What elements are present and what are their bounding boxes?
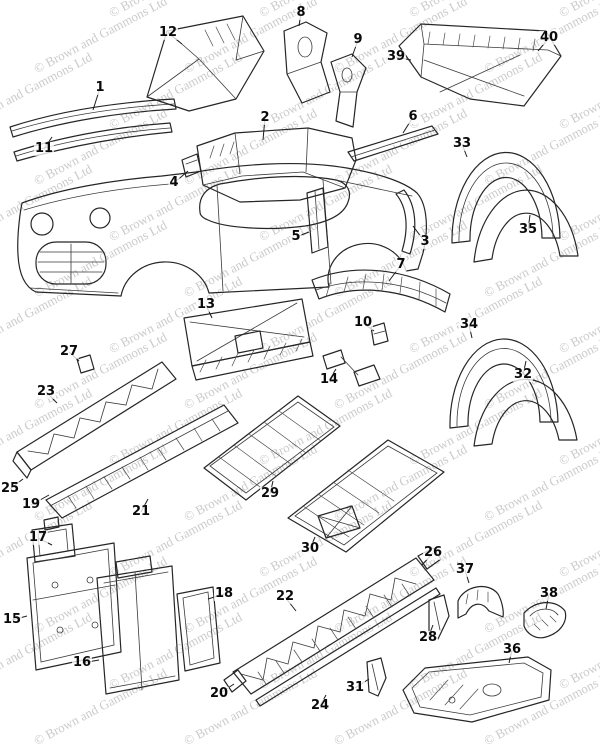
part-29-drawing — [203, 395, 341, 501]
part-1-drawing — [9, 98, 177, 138]
part-36-drawing — [402, 656, 552, 723]
part-13-drawing — [183, 298, 314, 381]
part-34-drawing — [449, 338, 559, 429]
part-31-drawing — [366, 657, 387, 697]
part-14-drawing — [322, 349, 381, 387]
part-33-drawing — [451, 151, 561, 244]
part-19-21-drawing — [45, 404, 239, 519]
part-37-drawing — [457, 585, 504, 619]
part-27-drawing — [76, 354, 95, 374]
leader-line-21 — [140, 498, 149, 513]
leader-line-17 — [37, 537, 53, 546]
part-6-drawing — [347, 125, 439, 162]
part-11-drawing — [13, 122, 173, 162]
part-2-drawing — [196, 127, 357, 203]
part-4-drawing — [181, 153, 202, 178]
leader-line-7 — [388, 264, 402, 282]
part-22-sill-drawing — [223, 547, 442, 707]
leader-line-35 — [527, 214, 531, 231]
leader-line-15 — [11, 615, 28, 621]
part-28-drawing — [428, 594, 450, 640]
part-30-drawing — [287, 439, 445, 553]
leader-line-31 — [354, 678, 370, 689]
leader-line-26 — [421, 552, 434, 566]
part-38-drawing — [523, 602, 567, 639]
part-15-drawing — [26, 542, 122, 671]
part-9-drawing — [330, 53, 367, 128]
part-32-drawing — [473, 378, 578, 447]
part-23-25-drawing — [12, 361, 177, 479]
leader-line-27 — [68, 351, 80, 362]
leader-line-24 — [319, 694, 327, 707]
part-7-drawing — [311, 269, 451, 313]
car-body-drawing — [17, 162, 427, 297]
part-5-drawing — [306, 187, 329, 254]
leader-line-40 — [537, 37, 550, 52]
part-18-drawing — [176, 586, 221, 672]
leader-line-33 — [461, 143, 468, 158]
leader-line-25 — [9, 478, 24, 490]
leader-line-13 — [205, 304, 213, 319]
part-8-drawing — [283, 21, 331, 104]
leader-line-6 — [402, 116, 414, 134]
leader-line-16 — [81, 659, 100, 664]
part-39-40-drawing — [398, 23, 562, 107]
leader-line-12 — [167, 32, 183, 45]
part-17-drawing — [31, 516, 76, 563]
leader-line-30 — [309, 536, 316, 550]
part-10-drawing — [370, 322, 389, 346]
leader-line-22 — [284, 596, 297, 612]
leader-line-37 — [464, 569, 470, 584]
part-16-drawing — [96, 555, 180, 695]
leader-line-32 — [522, 360, 527, 376]
leader-line-23 — [45, 391, 58, 404]
leader-line-36 — [508, 649, 513, 664]
leader-line-9 — [351, 39, 359, 58]
leader-line-29 — [269, 480, 274, 495]
leader-line-14 — [328, 368, 337, 381]
leader-line-18 — [207, 593, 225, 600]
leader-line-38 — [545, 593, 550, 610]
part-35-drawing — [473, 189, 579, 263]
leader-line-2 — [262, 117, 266, 141]
part-3-drawing — [395, 189, 416, 255]
leader-line-34 — [468, 324, 473, 339]
leader-line-5 — [295, 231, 310, 238]
leader-line-39 — [395, 56, 412, 61]
part-12-drawing — [146, 15, 265, 112]
